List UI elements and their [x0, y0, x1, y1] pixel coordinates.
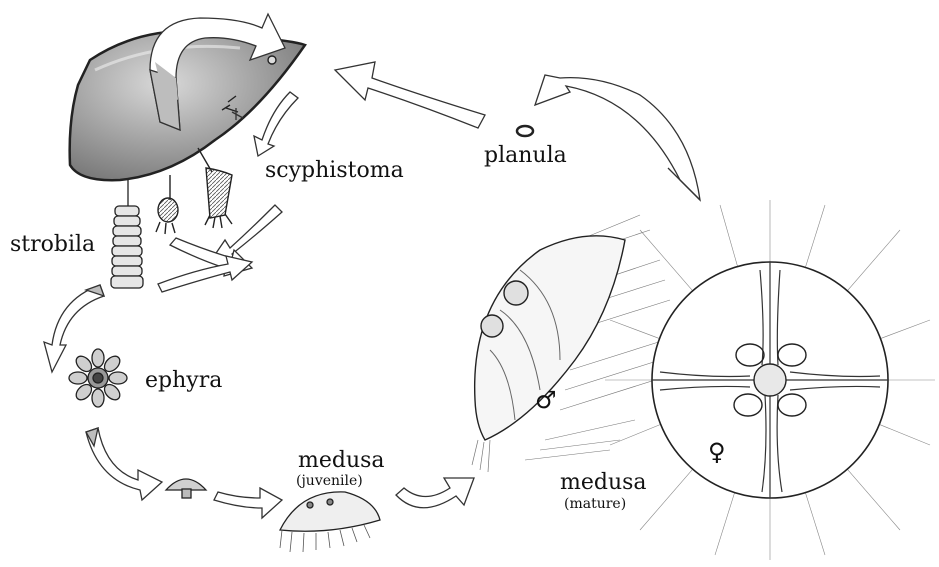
- arrow-planula-to-scyphistoma: [335, 62, 485, 128]
- planula: [517, 126, 533, 136]
- male-medusa: [472, 215, 670, 472]
- juvenile-medusa: [280, 492, 380, 552]
- strobila-stack: [111, 178, 143, 288]
- label-strobila: strobila: [10, 232, 95, 257]
- young-polyp: [156, 175, 178, 234]
- label-juvenile: (juvenile): [296, 473, 363, 489]
- label-ephyra: ephyra: [145, 368, 222, 393]
- label-planula: planula: [484, 143, 567, 168]
- label-medusa-mature: medusa: [560, 470, 647, 495]
- label-mature: (mature): [564, 496, 626, 512]
- female-symbol: ♀: [708, 438, 726, 466]
- label-scyphistoma: scyphistoma: [265, 158, 404, 183]
- male-symbol: ♂: [535, 386, 557, 414]
- ephyra: [69, 349, 127, 407]
- label-medusa-juvenile: medusa: [298, 448, 385, 473]
- tiny-medusa: [166, 479, 206, 498]
- female-medusa: [605, 200, 935, 560]
